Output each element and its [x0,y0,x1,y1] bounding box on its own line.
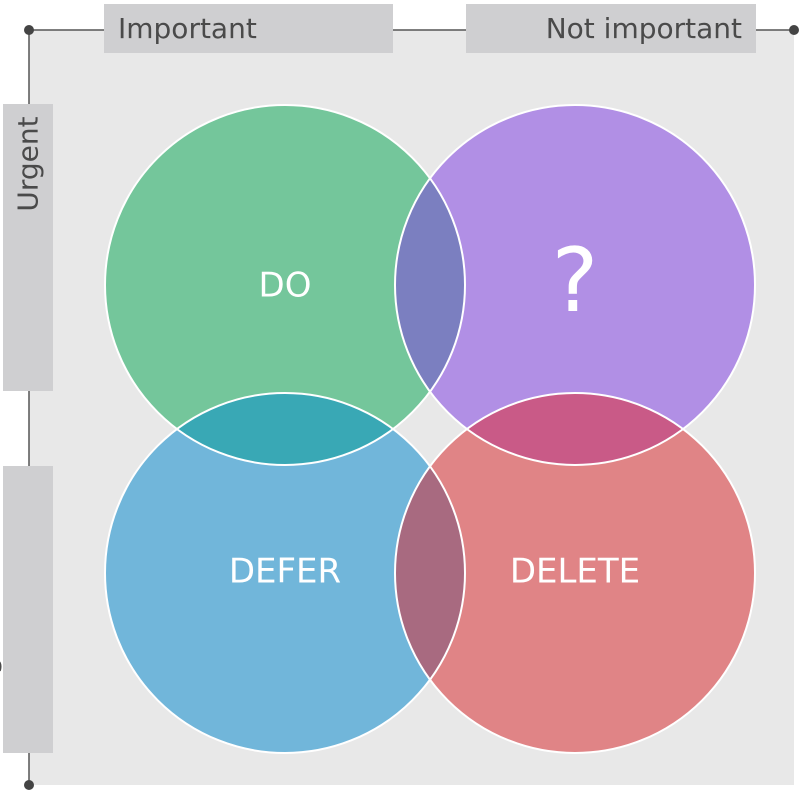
important-header: Important [104,4,393,53]
defer-circle [105,393,465,753]
not-important-label: Not important [545,12,742,45]
important-label: Important [118,12,257,45]
not-urgent-label: Not urgent [0,610,3,762]
question-label: ? [552,229,599,332]
question-circle-outline [394,104,756,466]
delete-label: DELETE [510,552,640,592]
defer-circle-outline [104,392,466,754]
axis-dot-top-right [789,25,799,35]
not-important-header: Not important [466,4,756,53]
do-circle [105,105,465,465]
do-label: DO [259,266,312,306]
delete-circle [395,393,755,753]
question-circle [395,105,755,465]
delete-circle-outline [394,392,756,754]
defer-label: DEFER [229,552,341,592]
not-urgent-header: Not urgent [0,466,53,761]
urgent-header: Urgent [3,104,53,391]
urgent-label: Urgent [11,116,45,212]
do-circle-outline [104,104,466,466]
axis-dot-bottom-left [24,780,34,790]
axis-dot-top-left [24,25,34,35]
